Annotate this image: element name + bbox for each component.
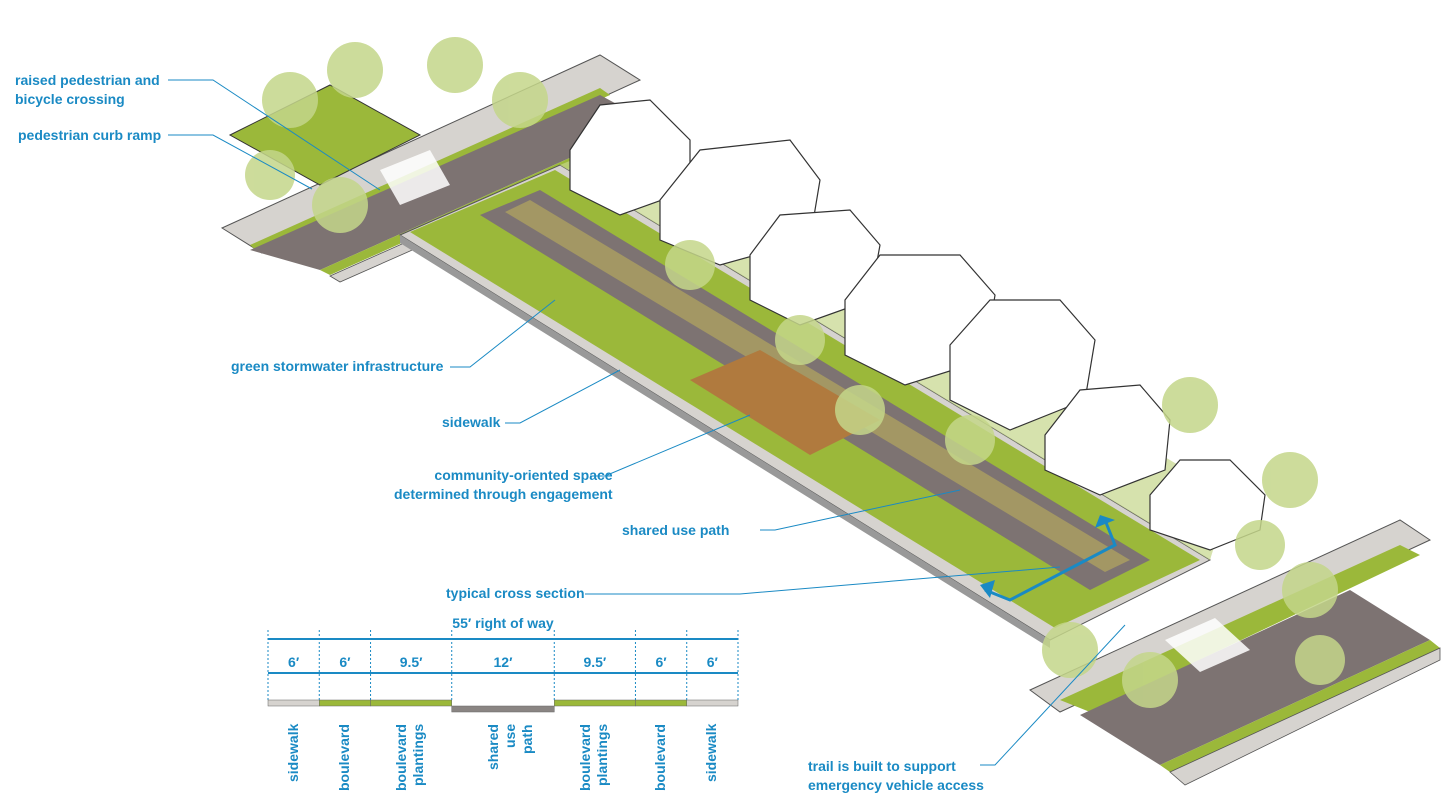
cross-section-diagram [267, 630, 739, 713]
segment-name: sidewalk [703, 724, 720, 794]
right-of-way-total: 55′ right of way [452, 615, 554, 631]
segment-name: boulevard [652, 724, 669, 794]
segment-width: 6′ [339, 654, 351, 670]
segment-name: sidewalk [285, 724, 302, 794]
segment-bar [319, 699, 371, 707]
leader-lines [168, 79, 1126, 766]
segment-bar [635, 699, 687, 707]
segment-name-line: sidewalk [284, 724, 301, 783]
label-curb-ramp: pedestrian curb ramp [18, 127, 162, 143]
label-stormwater: green stormwater infrastructure [231, 358, 444, 374]
segment-name-line: sidewalk [703, 724, 720, 783]
segment-name-line: path [519, 724, 535, 754]
segment-name-line: plantings [593, 724, 610, 787]
label-shared-use-path: shared use path [622, 522, 730, 538]
cross-section-marker [984, 519, 1117, 602]
community-space-area [690, 350, 880, 455]
trees [245, 37, 1345, 708]
segment-name-line: plantings [410, 724, 427, 787]
segment-width: 9.5′ [583, 654, 607, 670]
segment-bar [267, 699, 320, 707]
segment-width: 6′ [655, 654, 667, 670]
segment-name-line: boulevard [652, 724, 669, 791]
label-sidewalk: sidewalk [442, 414, 501, 430]
segment-name: boulevard [336, 724, 353, 794]
segment-width: 9.5′ [399, 654, 423, 670]
segment-name-line: boulevard [576, 724, 593, 791]
segment-width: 6′ [706, 654, 718, 670]
segment-bar [686, 699, 739, 707]
segment-name-line: shared use [485, 724, 518, 770]
segment-name-line: boulevard [393, 724, 410, 791]
segment-width: 12′ [493, 654, 513, 670]
label-cross-section: typical cross section [446, 585, 585, 601]
segment-bar [370, 699, 452, 707]
segment-bar [451, 705, 555, 713]
segment-name-line: boulevard [335, 724, 352, 791]
houses [569, 99, 1266, 551]
segment-bar [554, 699, 636, 707]
segment-width: 6′ [288, 654, 300, 670]
